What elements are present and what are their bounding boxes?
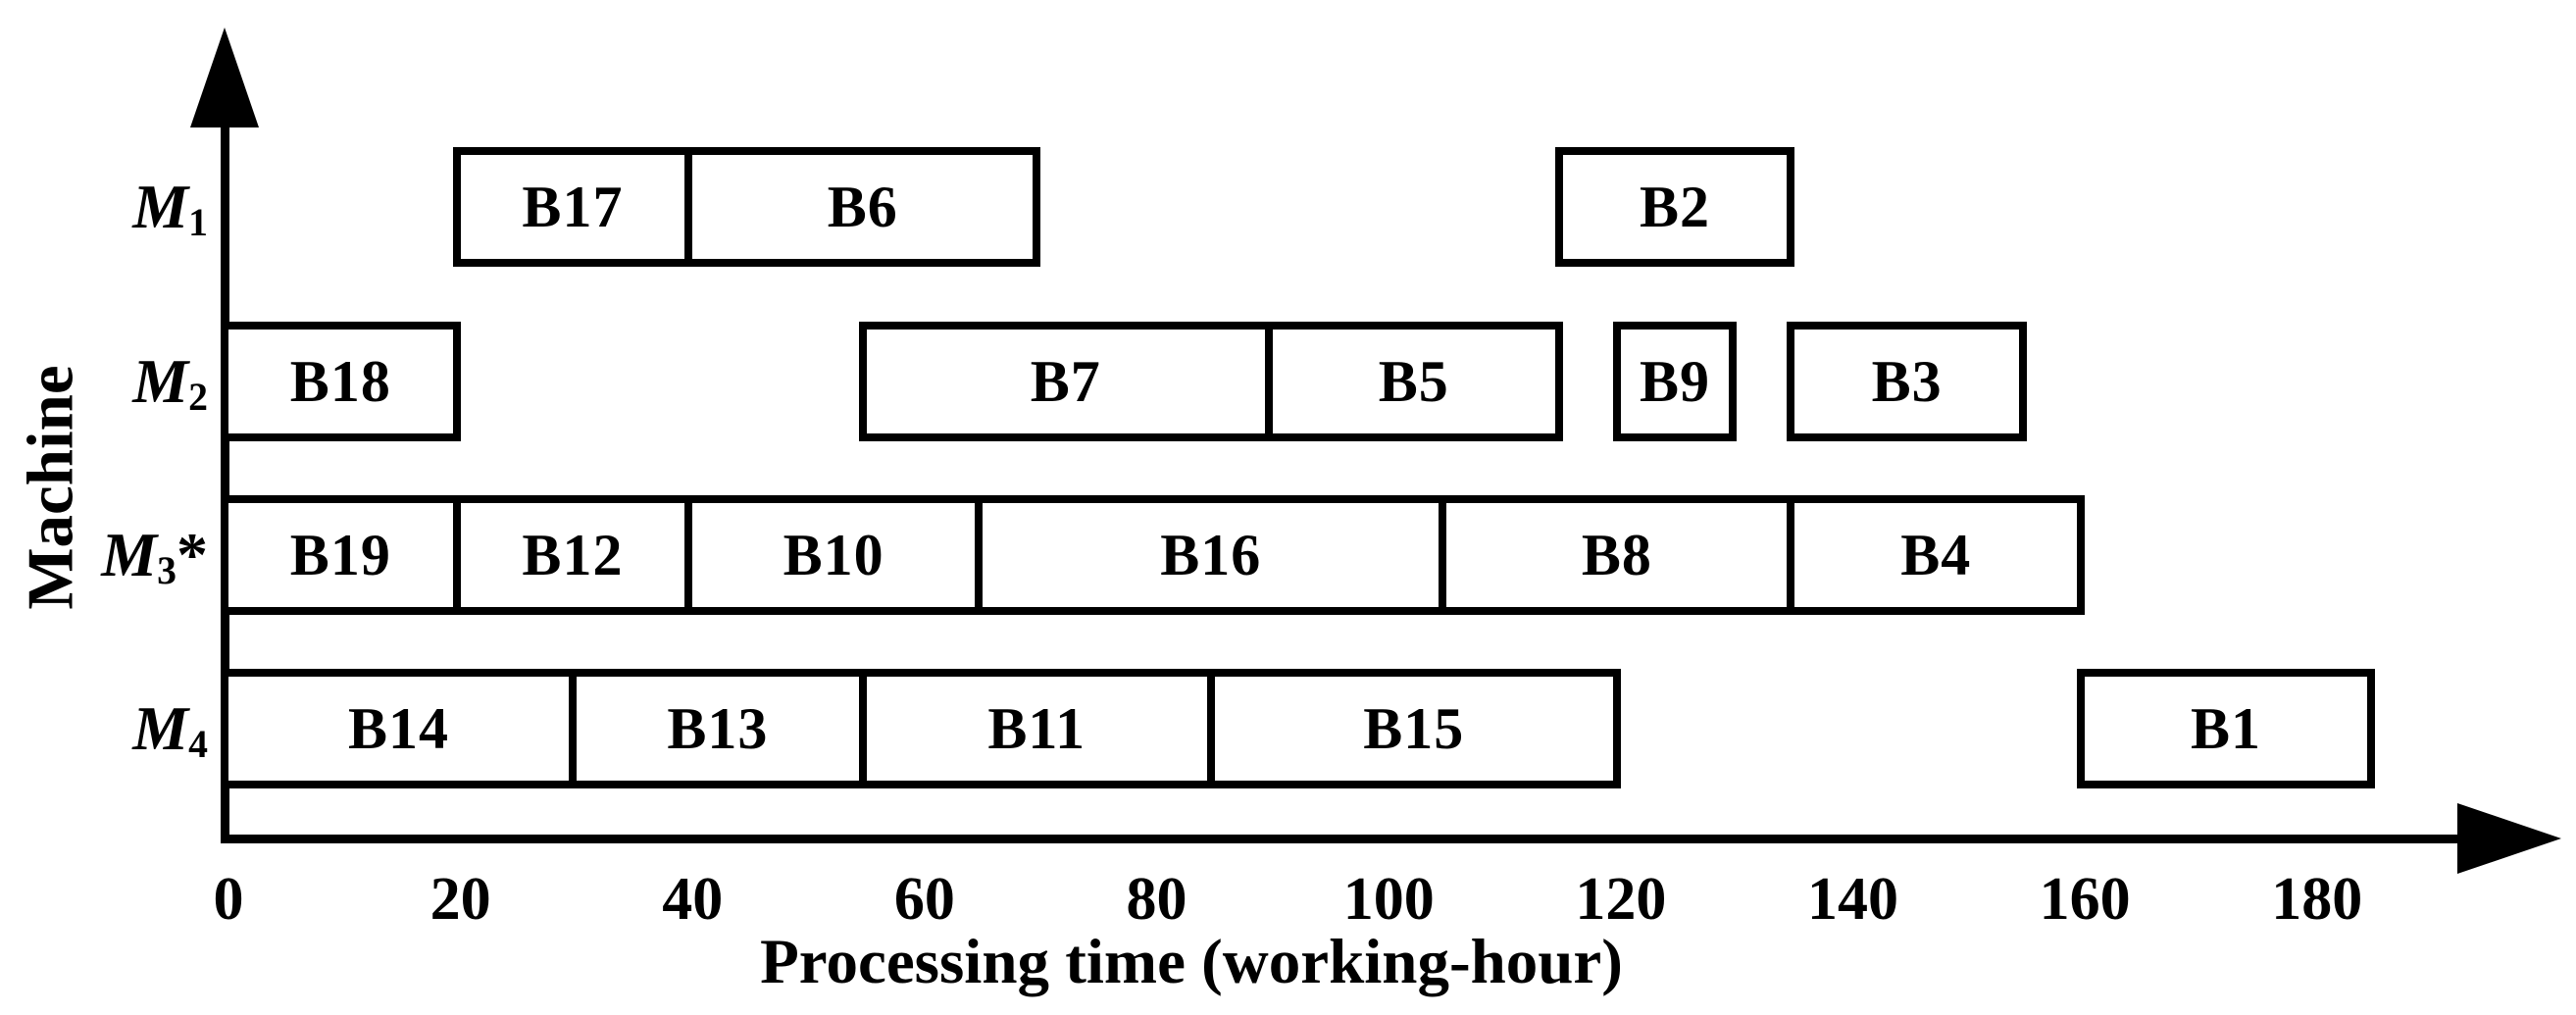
x-axis-arrow-icon bbox=[2457, 803, 2561, 874]
gantt-bar-b13: B13 bbox=[568, 669, 867, 788]
machine-label-base: M bbox=[132, 172, 189, 241]
machine-label-m2: M2 bbox=[132, 345, 208, 418]
x-tick-label-100: 100 bbox=[1342, 866, 1435, 933]
bar-label: B4 bbox=[1900, 522, 1972, 587]
gantt-bar-b11: B11 bbox=[858, 669, 1215, 788]
x-axis-line bbox=[221, 835, 2460, 843]
bar-label: B15 bbox=[1363, 695, 1465, 761]
machine-label-subscript: 4 bbox=[188, 722, 208, 766]
x-tick-label-140: 140 bbox=[1806, 866, 1898, 933]
bar-label: B1 bbox=[2190, 695, 2262, 761]
gantt-bar-b6: B6 bbox=[684, 147, 1041, 267]
bar-label: B11 bbox=[987, 695, 1086, 761]
y-axis-title: Machine bbox=[14, 365, 87, 610]
machine-label-suffix: * bbox=[177, 520, 208, 589]
machine-label-m3: M3* bbox=[101, 519, 208, 591]
x-tick-label-60: 60 bbox=[893, 866, 955, 933]
machine-label-base: M bbox=[101, 520, 158, 589]
x-tick-label-120: 120 bbox=[1575, 866, 1667, 933]
gantt-bar-b2: B2 bbox=[1554, 147, 1795, 267]
bar-label: B12 bbox=[522, 522, 624, 587]
machine-label-m4: M4 bbox=[132, 692, 208, 765]
x-tick-label-0: 0 bbox=[213, 866, 244, 933]
y-axis-line bbox=[221, 98, 229, 843]
bar-label: B13 bbox=[667, 695, 769, 761]
x-tick-label-20: 20 bbox=[429, 866, 491, 933]
bar-label: B14 bbox=[347, 695, 449, 761]
machine-label-base: M bbox=[132, 693, 189, 763]
bar-label: B10 bbox=[783, 522, 884, 587]
bar-label: B8 bbox=[1581, 522, 1652, 587]
machine-label-subscript: 1 bbox=[188, 200, 208, 244]
gantt-bar-b15: B15 bbox=[1206, 669, 1621, 788]
x-tick-label-180: 180 bbox=[2271, 866, 2363, 933]
bar-label: B18 bbox=[289, 348, 391, 414]
gantt-bar-b12: B12 bbox=[452, 495, 693, 615]
gantt-bar-b17: B17 bbox=[452, 147, 693, 267]
x-tick-label-160: 160 bbox=[2039, 866, 2131, 933]
machine-label-subscript: 2 bbox=[188, 375, 208, 419]
gantt-bar-b1: B1 bbox=[2077, 669, 2375, 788]
machine-label-subscript: 3 bbox=[157, 548, 177, 592]
gantt-bar-b14: B14 bbox=[221, 669, 577, 788]
bar-label: B5 bbox=[1378, 348, 1449, 414]
bar-label: B3 bbox=[1871, 348, 1943, 414]
gantt-bar-b9: B9 bbox=[1612, 322, 1738, 441]
bar-label: B9 bbox=[1639, 348, 1710, 414]
gantt-bar-b18: B18 bbox=[221, 322, 461, 441]
bar-label: B7 bbox=[1030, 348, 1101, 414]
machine-label-base: M bbox=[132, 346, 189, 416]
bar-label: B17 bbox=[522, 174, 624, 239]
gantt-bar-b5: B5 bbox=[1264, 322, 1563, 441]
bar-label: B6 bbox=[827, 174, 898, 239]
x-tick-label-40: 40 bbox=[662, 866, 724, 933]
x-tick-label-80: 80 bbox=[1126, 866, 1187, 933]
gantt-bar-b4: B4 bbox=[1787, 495, 2086, 615]
gantt-bar-b19: B19 bbox=[221, 495, 461, 615]
gantt-bar-b16: B16 bbox=[975, 495, 1447, 615]
machine-label-m1: M1 bbox=[132, 171, 208, 243]
gantt-bar-b8: B8 bbox=[1439, 495, 1795, 615]
gantt-bar-b3: B3 bbox=[1787, 322, 2027, 441]
gantt-bar-b10: B10 bbox=[684, 495, 984, 615]
y-axis-arrow-icon bbox=[190, 27, 259, 127]
bar-label: B19 bbox=[289, 522, 391, 587]
bar-label: B2 bbox=[1639, 174, 1710, 239]
gantt-bar-b7: B7 bbox=[858, 322, 1273, 441]
x-axis-title: Processing time (working-hour) bbox=[760, 927, 1623, 997]
bar-label: B16 bbox=[1160, 522, 1262, 587]
